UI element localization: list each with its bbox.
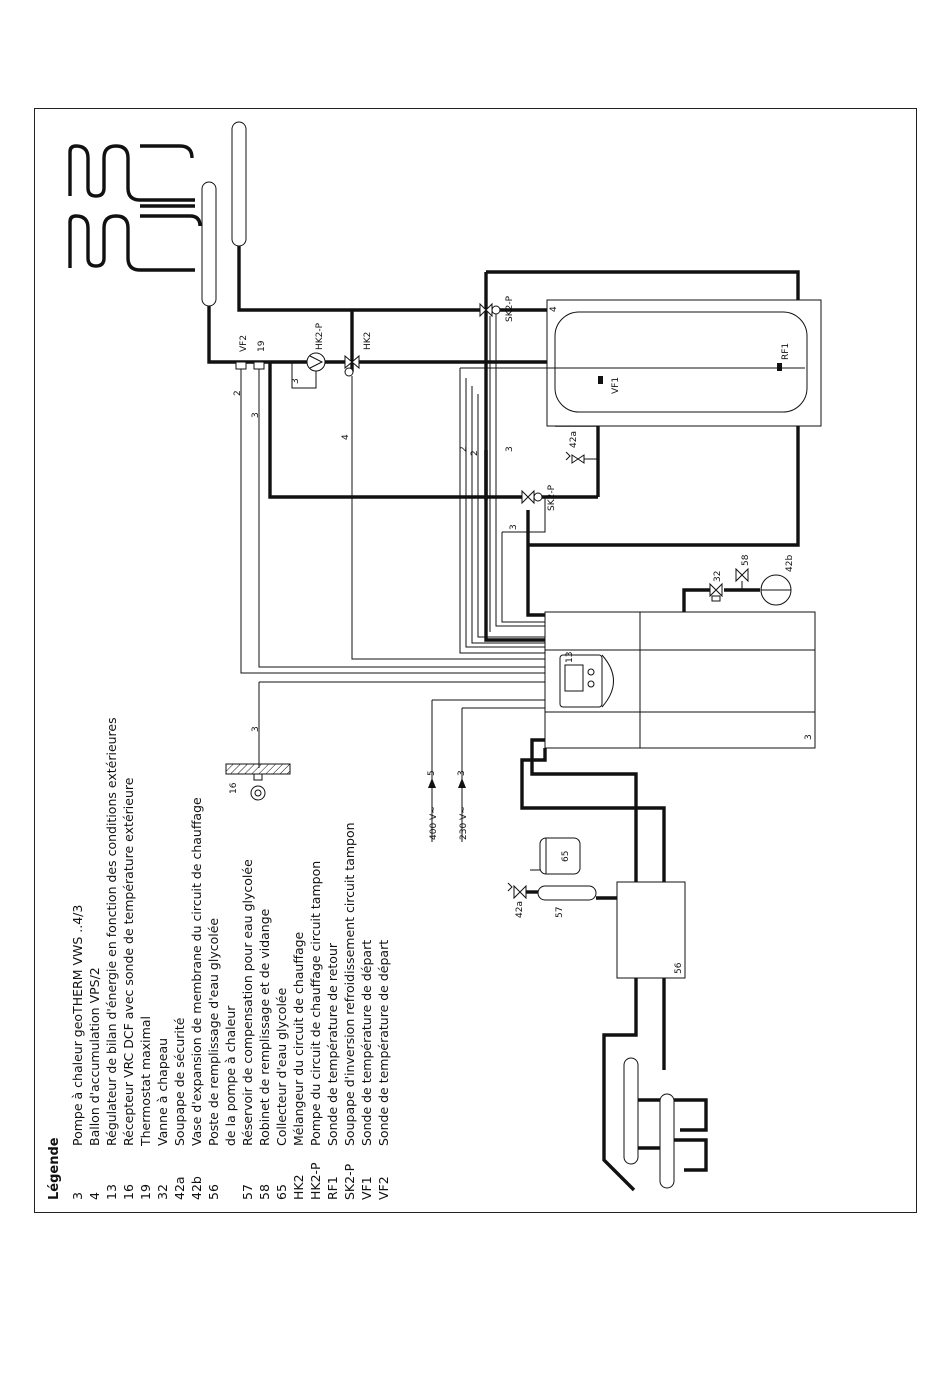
legend-text: Collecteur d'eau glycolée: [274, 987, 289, 1146]
ground-collector-loops-top: [68, 144, 202, 272]
legend-text: Récepteur VRC DCF avec sonde de températ…: [121, 777, 136, 1146]
label-42a-bottom: 42a: [515, 901, 525, 918]
legend-text: Poste de remplissage d'eau glycolée: [206, 918, 221, 1146]
legend-code: 58: [257, 1184, 272, 1200]
wire-count: 3: [291, 378, 301, 384]
wire-count: 2: [459, 446, 469, 452]
diagram-frame: [34, 108, 917, 1213]
legend-code: RF1: [325, 1176, 340, 1200]
label-57: 57: [555, 907, 565, 918]
safety-valve-42a-top: [565, 451, 598, 464]
legend-text: Sonde de température de départ: [376, 940, 391, 1146]
pump-hk2-p: [306, 352, 326, 372]
legend-code: 19: [138, 1184, 153, 1200]
label-42a-top: 42a: [569, 431, 579, 448]
legend-text: Sonde de température de retour: [325, 942, 340, 1146]
legend-text: Pompe à chaleur geoTHERM VWS ..4/3: [70, 905, 85, 1146]
signal-wires: [240, 314, 600, 788]
label-58: 58: [741, 554, 751, 566]
storage-tank-4: [546, 299, 822, 427]
legend-code: 56: [206, 1184, 221, 1200]
wire-count: 3: [505, 446, 515, 452]
power-arrows: [428, 778, 466, 842]
label-3: 3: [804, 734, 814, 740]
valve-sk2-p-mid: [521, 489, 543, 505]
legend-text: Soupape de sécurité: [172, 1017, 187, 1146]
legend-text: Pompe du circuit de chauffage circuit ta…: [308, 861, 323, 1146]
legend-code: 13: [104, 1184, 119, 1200]
outdoor-receiver-16: [225, 763, 291, 801]
label-56: 56: [674, 962, 684, 974]
mixer-valve-hk2: [344, 354, 360, 377]
wire-count: 2: [233, 390, 243, 396]
label-32: 32: [713, 571, 723, 582]
legend-code: 42b: [189, 1176, 204, 1200]
heat-pump-3: [544, 611, 816, 749]
label-rf1: RF1: [781, 343, 791, 360]
legend-text: Régulateur de bilan d'énergie en fonctio…: [104, 717, 119, 1146]
legend-code: 57: [240, 1184, 255, 1200]
wire-count: 5: [427, 770, 437, 776]
wire-count: 3: [457, 770, 467, 776]
brine-collector-65: [539, 837, 581, 875]
drain-cock-58: [735, 567, 749, 590]
legend-code: 65: [274, 1184, 289, 1200]
legend-text: Vase d'expansion de membrane du circuit …: [189, 797, 204, 1146]
label-65: 65: [561, 851, 571, 862]
label-hk2: HK2: [363, 332, 373, 350]
label-vf1: VF1: [611, 377, 621, 394]
legend-text: Sonde de température de départ: [359, 940, 374, 1146]
legend-code: HK2: [291, 1174, 306, 1200]
expansion-vessel-42b: [760, 574, 792, 606]
legend-code: 4: [87, 1192, 102, 1200]
legend-code: VF1: [359, 1176, 374, 1200]
legend-text: Vanne à chapeau: [155, 1038, 170, 1146]
label-13: 13: [565, 652, 575, 663]
legend-text: Soupape d'inversion refroidissement circ…: [342, 822, 357, 1146]
legend-title: Légende: [47, 1137, 62, 1200]
legend-code: 42a: [172, 1176, 187, 1200]
legend-text: Ballon d'accumulation VPS/2: [87, 967, 102, 1146]
label-230v: 230 V~: [459, 806, 469, 840]
label-19: 19: [257, 340, 267, 352]
wire-count: 4: [341, 434, 351, 440]
legend-text: Thermostat maximal: [138, 1016, 153, 1147]
legend-text: Mélangeur du circuit de chauffage: [291, 931, 306, 1146]
wire-count: 2: [470, 450, 480, 456]
label-42b: 42b: [785, 555, 795, 572]
label-4: 4: [549, 306, 559, 312]
label-hk2-p: HK2-P: [315, 322, 325, 350]
label-vf2: VF2: [239, 335, 249, 352]
legend-text: Robinet de remplissage et de vidange: [257, 908, 272, 1146]
legend-code: VF2: [376, 1176, 391, 1200]
brine-manifolds-top: [201, 121, 247, 307]
legend-code: SK2-P: [342, 1163, 357, 1200]
component-labels: VF2 19 HK2-P HK2 SK2-P SK2-P 4 RF1 VF1 4…: [229, 295, 814, 974]
legend-code: 32: [155, 1184, 170, 1200]
label-sk2-p-top: SK2-P: [505, 295, 515, 322]
wire-count: 3: [251, 412, 261, 418]
ground-collector-loops-bottom: [623, 1057, 708, 1189]
wire-count: 3: [509, 524, 519, 530]
legend-code: 16: [121, 1184, 136, 1200]
reservoir-57: [537, 885, 597, 901]
label-400v: 400 V~: [429, 806, 439, 840]
brine-circuit-bottom: [520, 738, 686, 1192]
wire-count: 3: [251, 726, 261, 732]
label-sk2-p-mid: SK2-P: [547, 484, 557, 511]
safety-valve-42a-bottom: [507, 882, 527, 900]
legend-text: Réservoir de compensation pour eau glyco…: [240, 859, 255, 1146]
cap-valve-32: [709, 582, 723, 602]
legend-text: de la pompe à chaleur: [223, 1005, 238, 1146]
label-16: 16: [229, 782, 239, 794]
legend-code: HK2-P: [308, 1162, 323, 1200]
legend-code: 3: [70, 1192, 85, 1200]
valve-sk2-p-top: [479, 302, 501, 318]
